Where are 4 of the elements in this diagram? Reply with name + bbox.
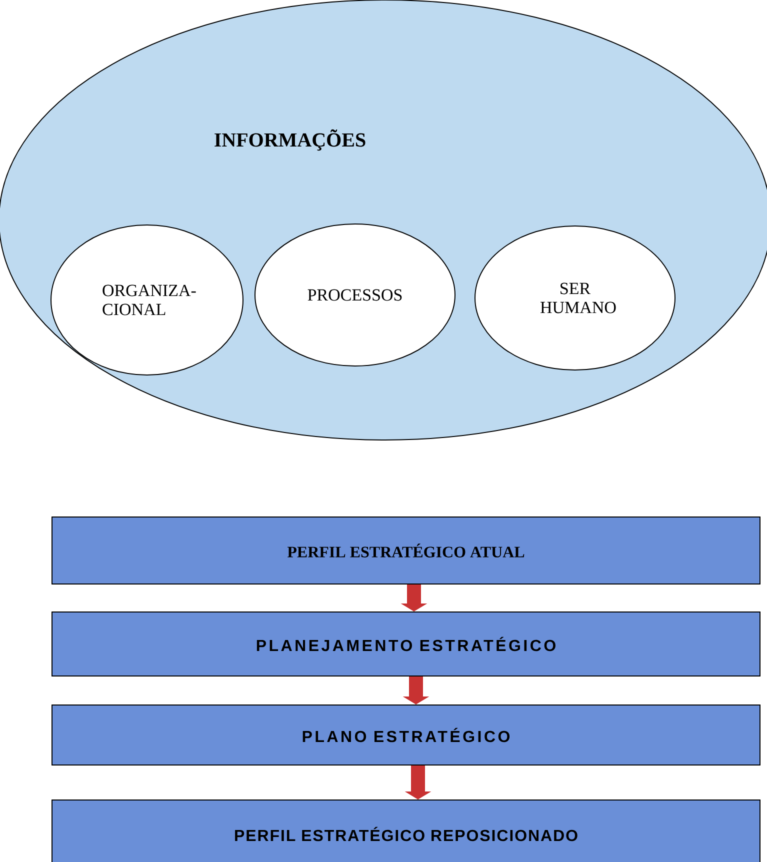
process-box: PERFIL ESTRATÉGICO ATUAL xyxy=(52,516,760,584)
process-box: PERFIL ESTRATÉGICO REPOSICIONADO xyxy=(52,800,760,862)
process-box: PLANO ESTRATÉGICO xyxy=(52,704,760,766)
process-box: PLANEJAMENTO ESTRATÉGICO xyxy=(52,612,760,676)
